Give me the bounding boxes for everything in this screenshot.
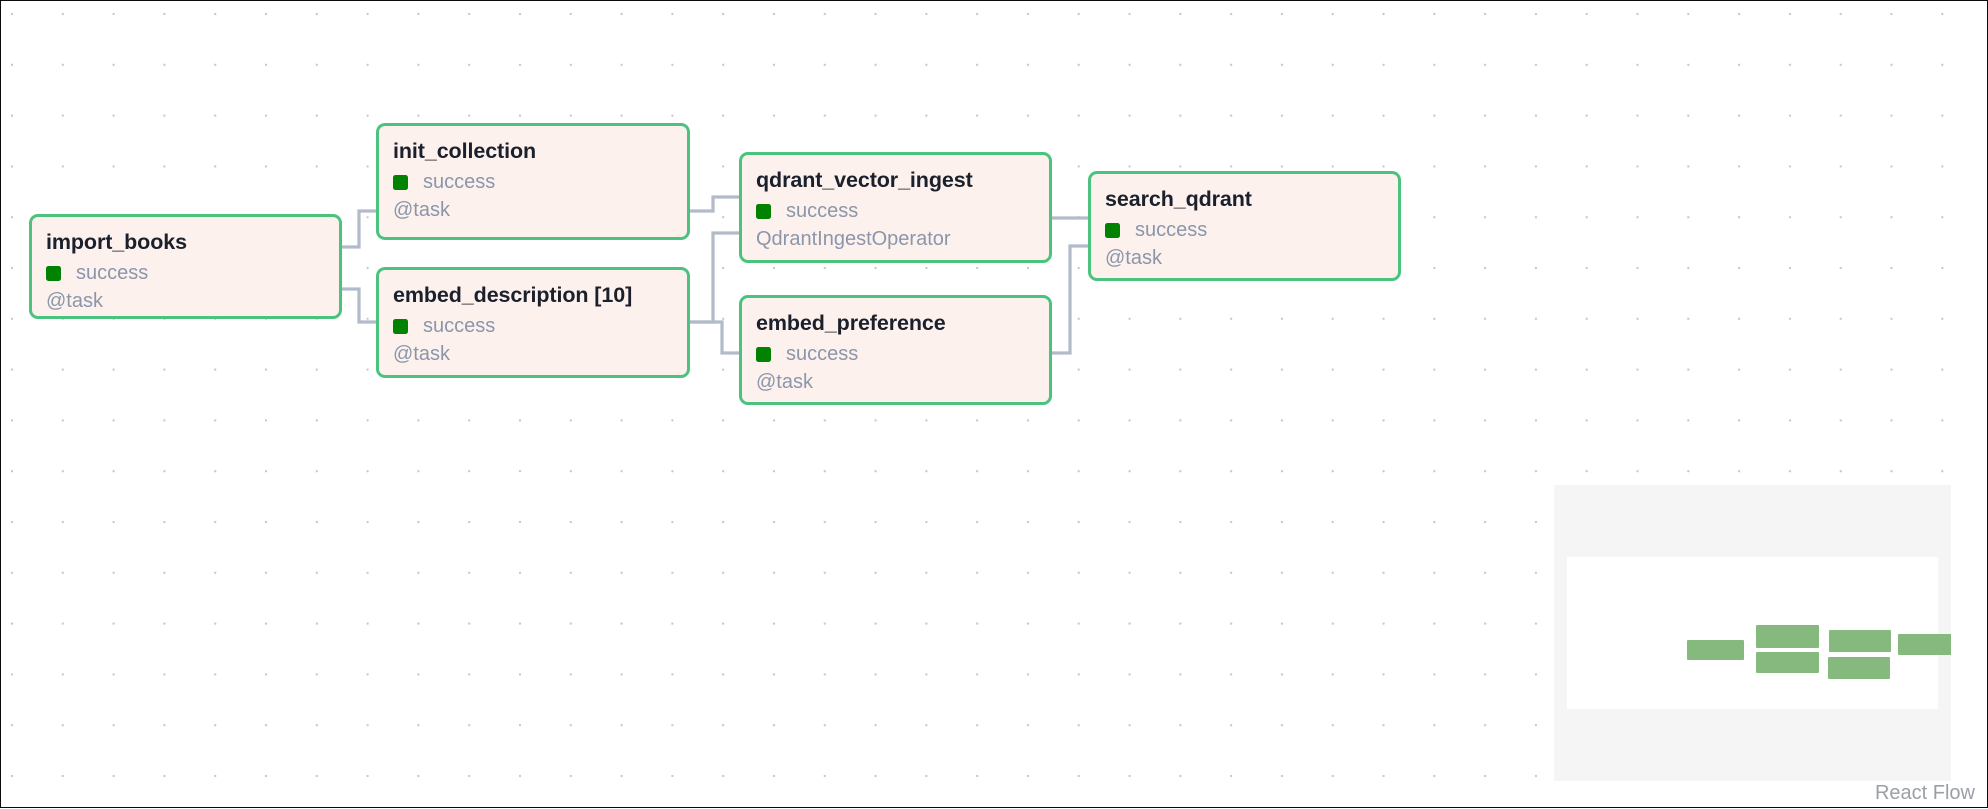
task-node-status: success: [756, 200, 1035, 222]
task-node-embed_description[interactable]: embed_description [10] success @task: [376, 267, 690, 378]
status-square-icon: [1105, 222, 1120, 238]
status-label: success: [1135, 219, 1208, 241]
edge-embed_description-to-embed_preference: [690, 320, 739, 355]
task-node-subtitle: @task: [46, 290, 103, 312]
status-square-icon: [393, 174, 408, 190]
status-square-icon: [756, 203, 771, 219]
task-node-subtitle: @task: [1105, 247, 1162, 269]
react-flow-attribution[interactable]: React Flow: [1870, 781, 1979, 805]
minimap-node: [1829, 630, 1891, 652]
minimap-viewport-mask[interactable]: [1567, 557, 1951, 709]
task-node-status: success: [393, 315, 673, 337]
edge-init_collection-to-qdrant_vector_ingest: [690, 195, 739, 213]
task-node-title: init_collection: [393, 139, 537, 163]
minimap[interactable]: [1554, 485, 1951, 781]
task-node-subtitle: @task: [393, 343, 450, 365]
task-node-status: success: [1105, 219, 1384, 241]
status-label: success: [786, 200, 859, 222]
status-label: success: [786, 343, 859, 365]
status-square-icon: [46, 265, 61, 281]
minimap-node: [1756, 625, 1819, 648]
task-node-status: success: [393, 171, 673, 193]
task-node-title: embed_description [10]: [393, 283, 633, 307]
minimap-node: [1756, 652, 1819, 673]
status-label: success: [423, 315, 496, 337]
task-node-status: success: [46, 262, 325, 284]
edge-embed_description-to-qdrant_vector_ingest: [690, 231, 739, 324]
task-node-subtitle: @task: [393, 199, 450, 221]
status-label: success: [76, 262, 149, 284]
minimap-node: [1828, 657, 1890, 679]
minimap-node: [1898, 634, 1951, 655]
task-node-title: search_qdrant: [1105, 187, 1252, 211]
edge-import_books-to-embed_description: [342, 287, 376, 324]
status-square-icon: [756, 346, 771, 362]
task-node-subtitle: @task: [756, 371, 813, 393]
minimap-node: [1687, 640, 1744, 660]
status-label: success: [423, 171, 496, 193]
task-node-title: embed_preference: [756, 311, 946, 335]
task-node-status: success: [756, 343, 1035, 365]
task-node-subtitle: QdrantIngestOperator: [756, 228, 951, 250]
task-node-title: import_books: [46, 230, 187, 254]
status-square-icon: [393, 318, 408, 334]
edge-embed_preference-to-search_qdrant: [1052, 244, 1088, 355]
task-node-title: qdrant_vector_ingest: [756, 168, 973, 192]
